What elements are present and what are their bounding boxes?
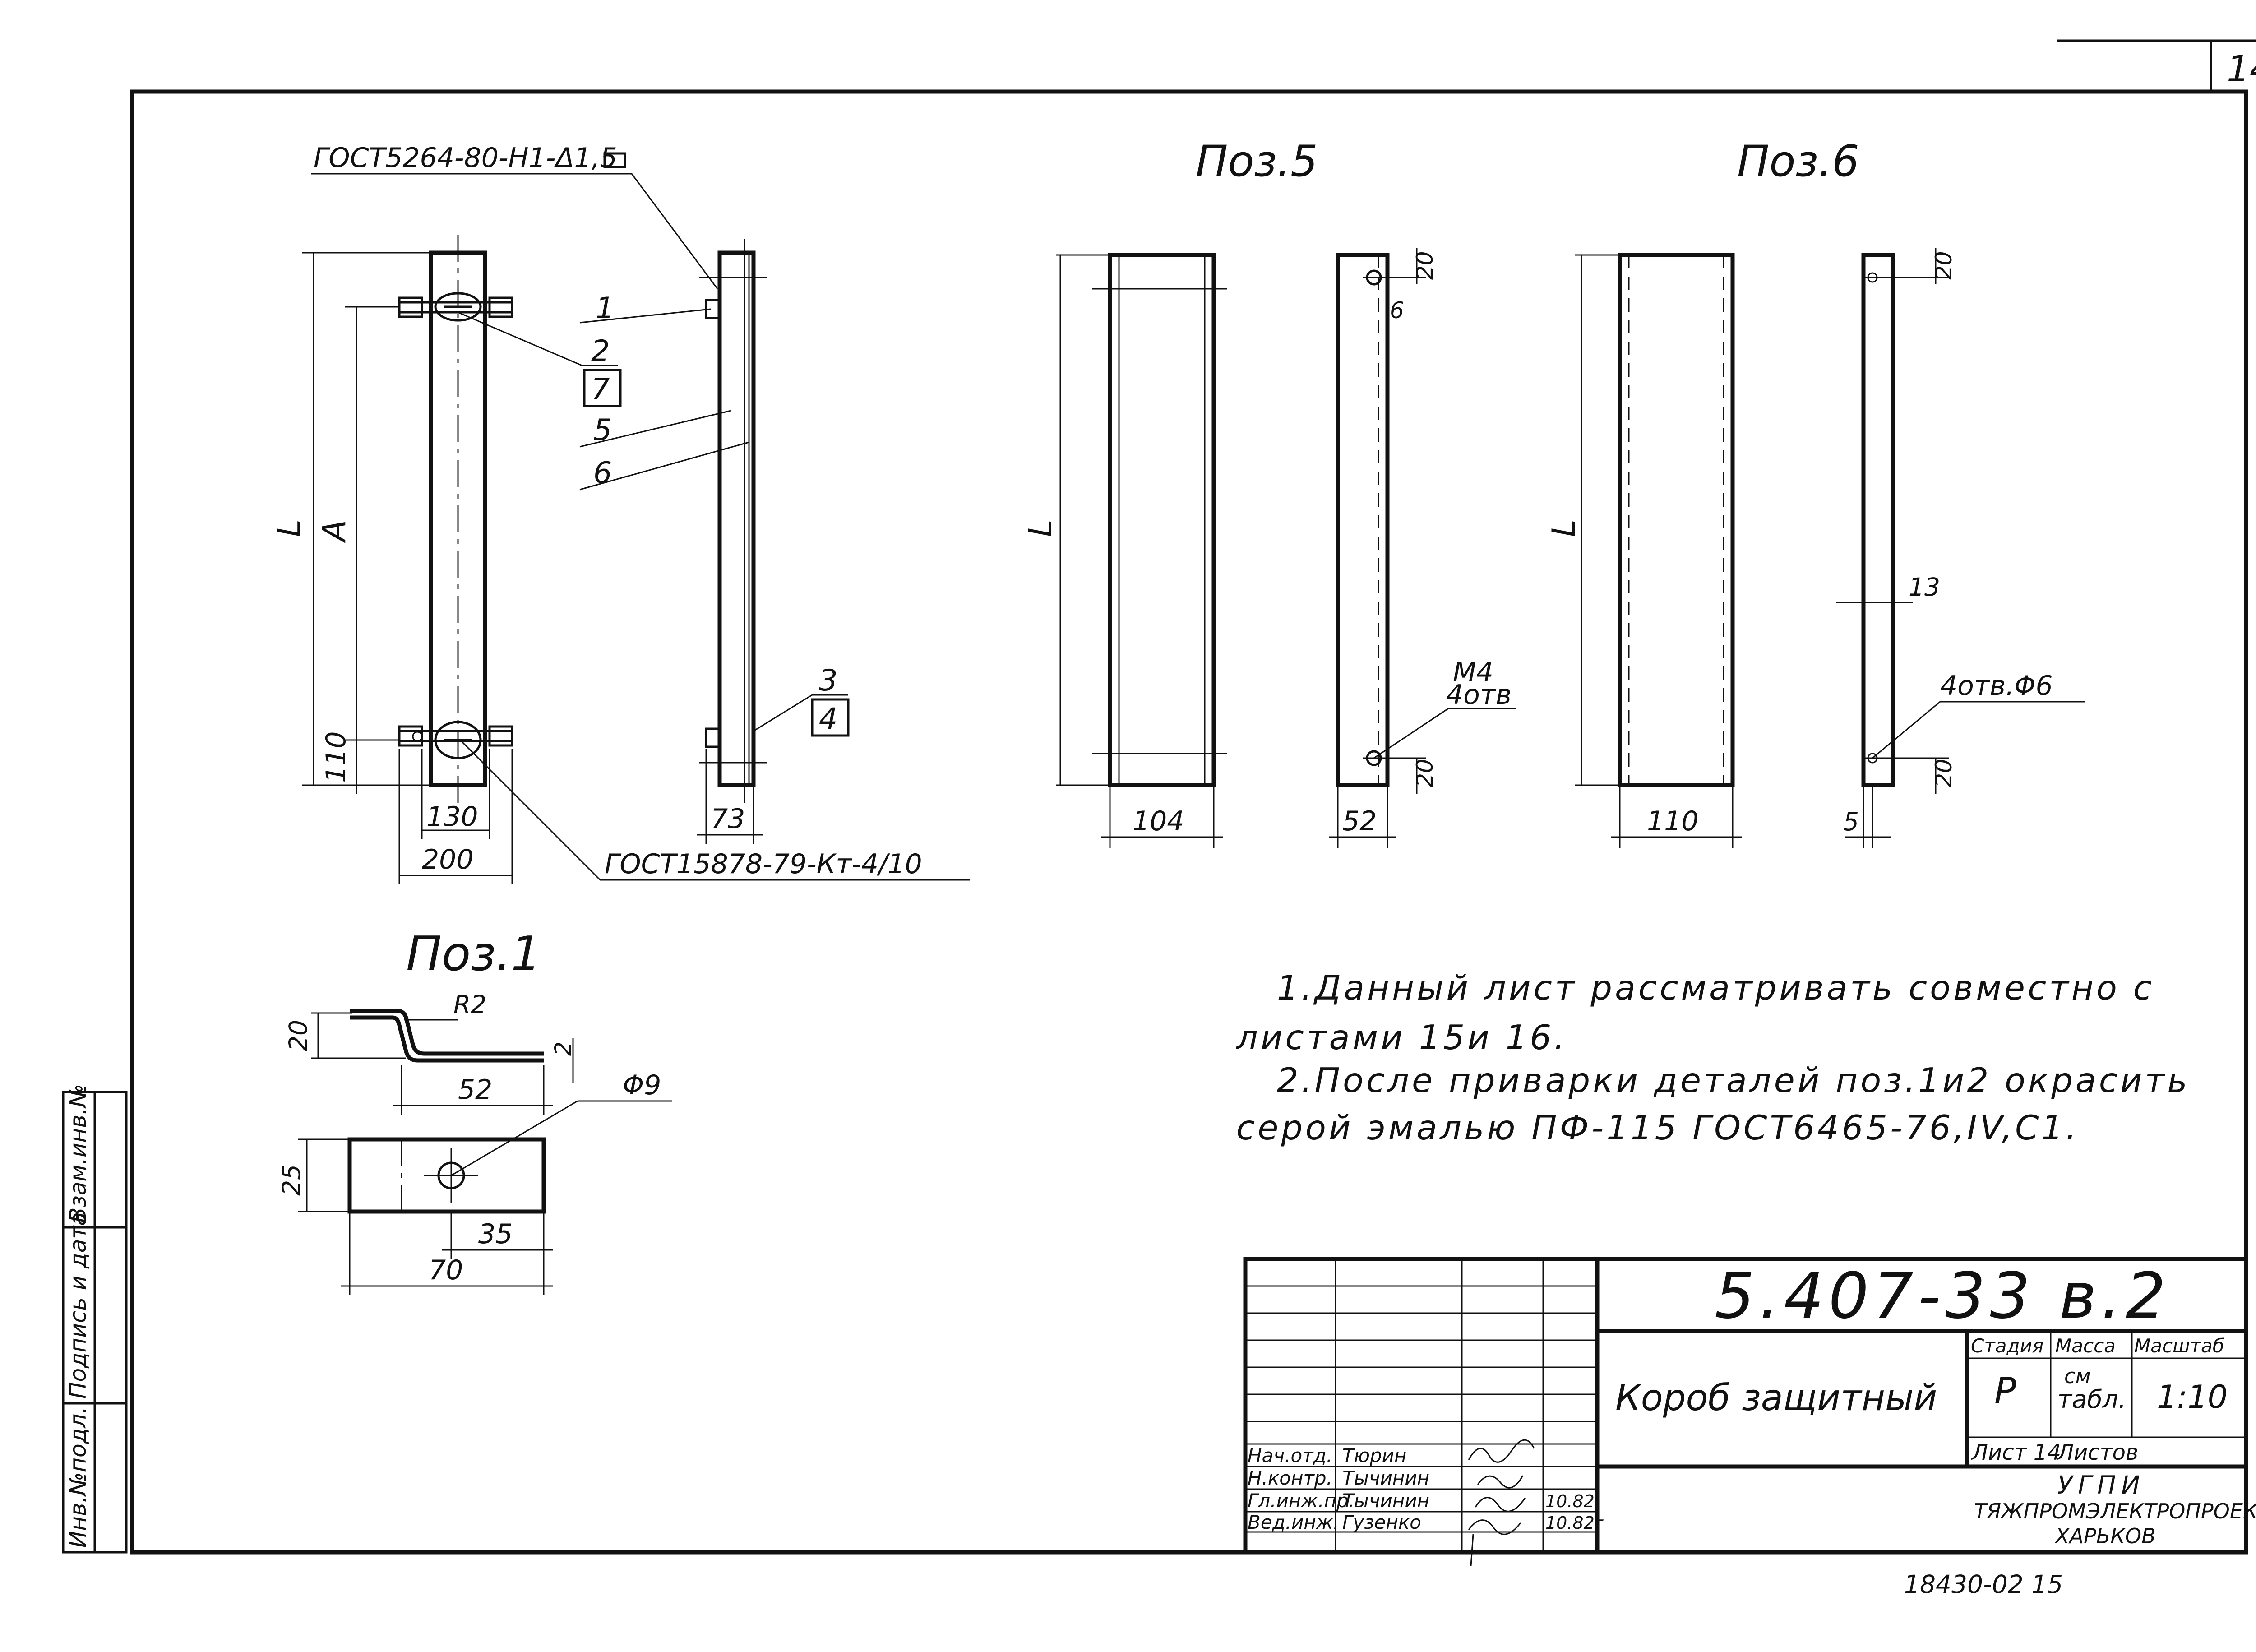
poz6-holes: 4отв.Φ6 [1940,670,2053,702]
role-2-title: Н.контр. [1248,1467,1332,1489]
sheets-label: Листов [2057,1440,2138,1465]
stage-value: Р [1994,1370,2016,1412]
side-stamp-podpis: Подпись и дата [65,1212,91,1399]
mass-value-1: см [2064,1364,2091,1388]
org-line-2: ТЯЖПРОМЭЛЕКТРОПРОЕКТ [1974,1499,2256,1523]
sheet-number: 14 [2227,48,2256,90]
poz1-dim-52: 52 [458,1074,492,1106]
poz1-title: Поз.1 [406,926,541,981]
poz5-view: Поз.5 L 104 20 6 20 М4 4отв 52 [1022,137,1516,848]
signature-3 [1475,1497,1526,1512]
note-line-4: серой эмалью ПФ-115 ГОСТ6465-76,IV,С1. [1236,1108,2079,1148]
poz5-dim-6: 6 [1390,297,1404,324]
signature-4 [1468,1519,1521,1566]
scale-value: 1:10 [2157,1379,2228,1416]
role-4-date: 10.82г [1545,1513,1604,1533]
mass-header: Масса [2055,1335,2116,1357]
assembly-pos-5: 5 [593,413,612,447]
note-line-2: листами 15и 16. [1235,1018,1567,1057]
assembly-pos-1: 1 [596,292,614,325]
stage-header: Стадия [1971,1335,2043,1357]
assembly-dim-L: L [271,519,308,537]
assembly-dim-A: A [316,520,353,543]
mass-value-2: табл. [2057,1385,2126,1414]
poz6-dim-13: 13 [1909,573,1940,602]
assembly-pos-6: 6 [593,456,612,490]
poz5-title: Поз.5 [1196,137,1318,186]
poz5-dim-104: 104 [1133,805,1184,837]
poz5-dim-L: L [1022,519,1059,537]
side-stamp-inv-podl: Инв.№подл. [65,1407,91,1548]
assembly-pos-7: 7 [591,373,610,407]
role-4-name: Гузенко [1342,1511,1421,1533]
assembly-pos-4: 4 [819,702,837,736]
poz6-title: Поз.6 [1737,137,1859,186]
poz6-dim-L: L [1545,519,1582,537]
assembly-pos-2: 2 [591,334,610,368]
assembly-dim-73: 73 [711,803,745,835]
poz1-dim-2: 2 [550,1041,576,1056]
signature-1 [1468,1439,1535,1463]
note-line-1: 1.Данный лист рассматривать совместно с [1277,968,2154,1008]
assembly-dim-110: 110 [320,731,352,783]
assembly-front-view: L A 110 130 200 ГОСТ15878-79-Кт-4/10 2 7 [271,235,970,884]
role-3-name: Тычинин [1342,1490,1429,1512]
org-line-3: ХАРЬКОВ [2054,1524,2156,1548]
assembly-gost-screw: ГОСТ15878-79-Кт-4/10 [605,848,922,880]
poz1-dim-35: 35 [478,1218,513,1250]
role-3-title: Гл.инж.пр. [1248,1490,1355,1512]
poz5-hole-count: 4отв [1446,679,1512,711]
role-4-title: Вед.инж. [1248,1511,1339,1533]
role-2-name: Тычинин [1342,1467,1429,1489]
assembly-dim-130: 130 [426,801,478,833]
sheet-frame [130,89,2248,1555]
title-block: Нач.отд. Тюрин Н.контр. Тычинин Гл.инж.п… [1243,1257,2256,1566]
archive-number: 18430-02 15 [1904,1570,2063,1599]
doc-code: 5.407-33 в.2 [1715,1259,2170,1333]
assembly-side-view: ГОСТ5264-80-Н1-Δ1,5 1 5 6 3 4 73 [311,142,850,844]
poz5-dim-20-top: 20 [1412,251,1438,280]
role-3-date: 10.82 [1545,1491,1595,1511]
sheet-label: Лист 14 [1971,1440,2061,1465]
poz1-dim-70: 70 [429,1254,463,1286]
poz5-hole-m4: М4 [1453,657,1493,688]
assembly-gost-weld: ГОСТ5264-80-Н1-Δ1,5 [314,142,617,174]
poz6-dim-20-top: 20 [1931,251,1957,280]
poz6-dim-110: 110 [1647,805,1699,837]
poz5-dim-20-bottom: 20 [1412,759,1438,787]
signature-2 [1477,1475,1524,1489]
org-line-1: УГПИ [2057,1471,2145,1499]
side-stamp-vzam: Взам.инв.№ [65,1084,91,1223]
poz6-dim-5: 5 [1843,807,1859,836]
role-1-title: Нач.отд. [1248,1444,1332,1467]
poz1-dim-phi9: Φ9 [623,1069,661,1101]
assembly-pos-3: 3 [819,664,837,698]
poz1-view: Поз.1 20 R2 2 52 Φ9 25 35 70 [277,926,672,1295]
assembly-dim-200: 200 [422,844,474,875]
poz1-dim-25: 25 [277,1164,306,1196]
role-1-name: Тюрин [1342,1444,1406,1467]
poz1-dim-20: 20 [284,1020,313,1051]
poz6-dim-20-bottom: 20 [1931,759,1957,787]
poz5-dim-52: 52 [1342,805,1377,837]
notes-block: 1.Данный лист рассматривать совместно с … [1235,968,2190,1148]
note-line-3: 2.После приварки деталей поз.1и2 окрасит… [1277,1060,2190,1100]
poz6-view: Поз.6 L 110 20 13 20 4отв.Φ6 5 [1545,137,2085,848]
scale-header: Масштаб [2134,1335,2224,1357]
side-stamp: Инв.№подл. Подпись и дата Взам.инв.№ [62,1084,128,1554]
doc-name: Короб защитный [1615,1377,1937,1419]
poz1-dim-R2: R2 [453,990,486,1019]
